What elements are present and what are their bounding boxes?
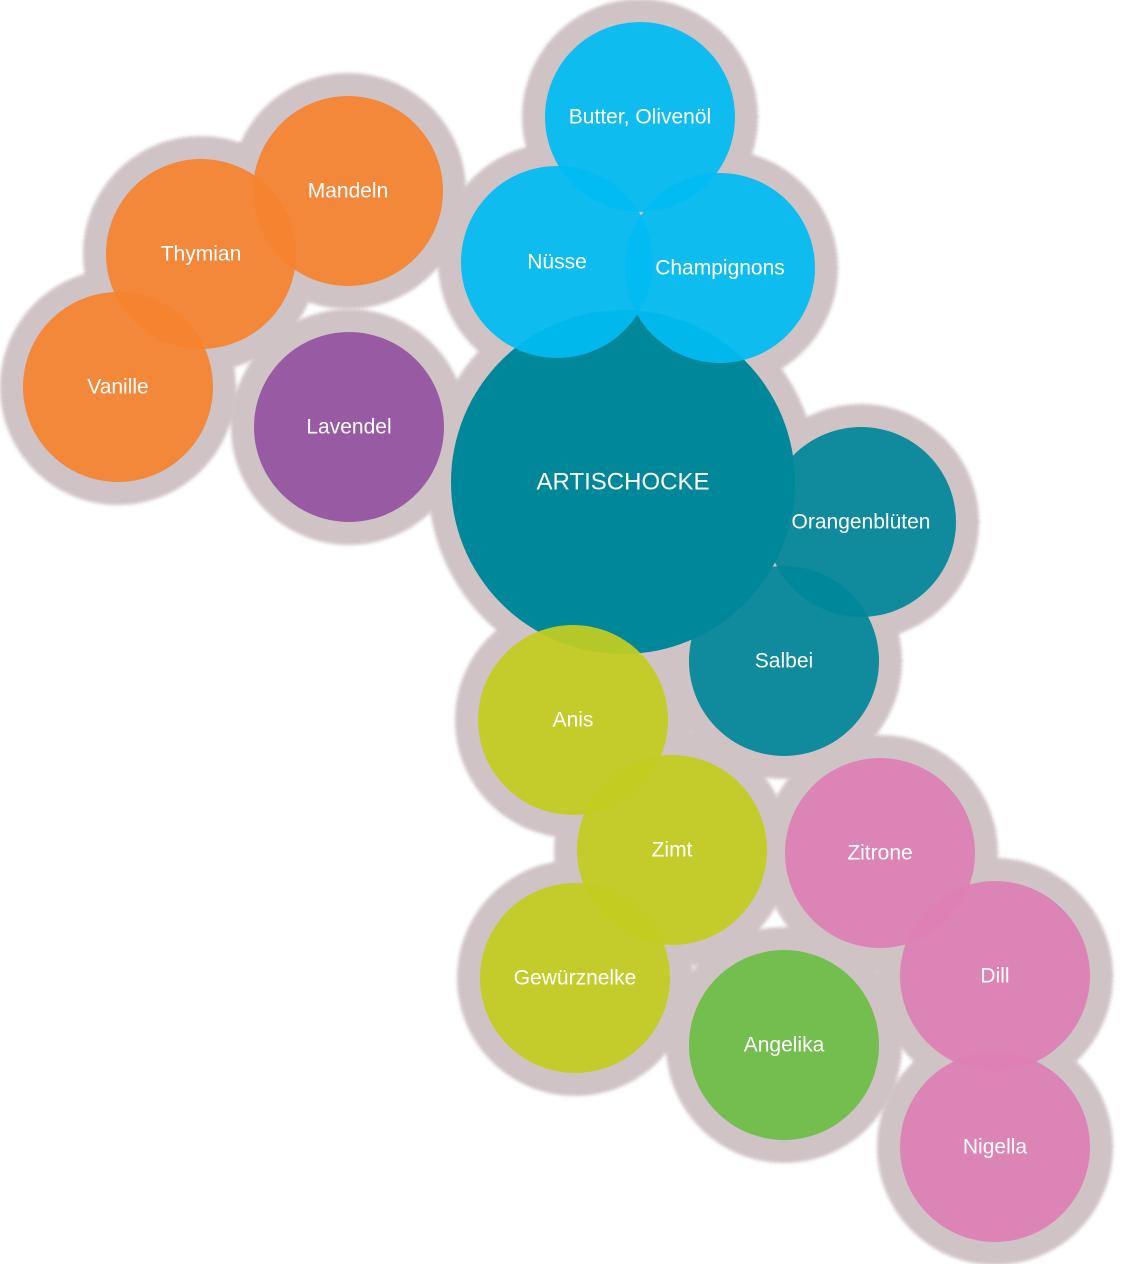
vanille-label: Vanille — [87, 376, 148, 399]
nuesse-bubble — [461, 166, 653, 358]
champignons-label: Champignons — [655, 257, 785, 280]
gewuerznelke-bubble — [480, 883, 670, 1073]
zitrone-bubble — [785, 758, 975, 948]
nuesse-label: Nüsse — [527, 251, 587, 274]
orangenblueten-label: Orangenblüten — [792, 511, 931, 534]
angelika-label: Angelika — [744, 1034, 825, 1057]
vanille-bubble — [23, 292, 213, 482]
mandeln-label: Mandeln — [308, 180, 389, 203]
nigella-label: Nigella — [963, 1136, 1028, 1159]
champignons-bubble — [625, 173, 815, 363]
lavendel-label: Lavendel — [306, 416, 391, 439]
angelika-bubble — [689, 950, 879, 1140]
salbei-bubble — [689, 566, 879, 756]
butter-olivenoel-label: Butter, Olivenöl — [569, 106, 711, 129]
orangenblueten-bubble — [766, 427, 956, 617]
center-label: ARTISCHOCKE — [537, 469, 710, 496]
bubble-layer — [23, 22, 1090, 1242]
dill-bubble — [900, 881, 1090, 1071]
artischocke-bubble — [451, 310, 795, 654]
butter-olivenoel-bubble — [545, 22, 735, 212]
zitrone-label: Zitrone — [847, 842, 912, 865]
gewuerznelke-label: Gewürznelke — [514, 967, 637, 990]
nigella-bubble — [900, 1052, 1090, 1242]
anis-label: Anis — [553, 709, 594, 732]
thymian-label: Thymian — [161, 243, 242, 266]
mandeln-bubble — [253, 96, 443, 286]
salbei-label: Salbei — [755, 650, 813, 673]
dill-label: Dill — [980, 965, 1009, 988]
zimt-label: Zimt — [652, 839, 693, 862]
lavendel-bubble — [254, 332, 444, 522]
anis-bubble — [478, 625, 668, 815]
